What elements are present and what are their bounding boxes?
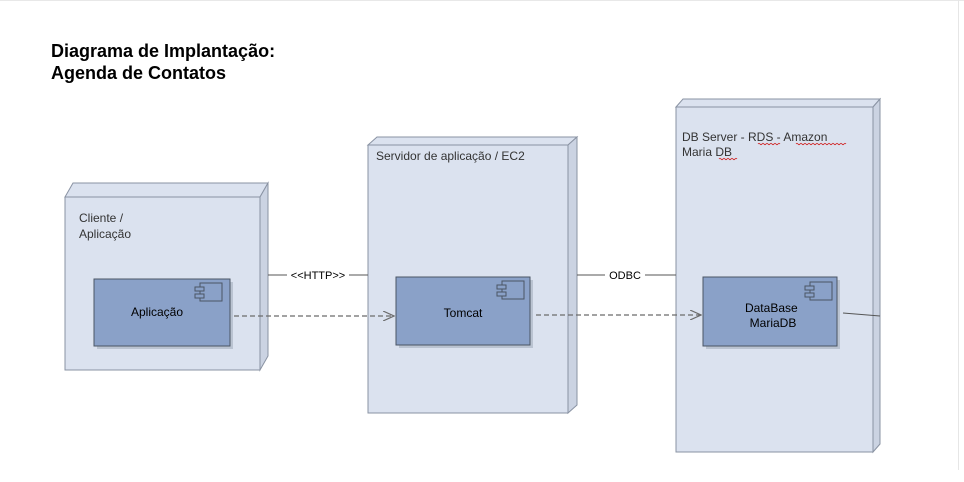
node-servidor[interactable]: Servidor de aplicação / EC2 (366, 135, 579, 415)
component-aplicacao-label: Aplicação (131, 305, 183, 319)
component-icon (496, 280, 525, 300)
node-servidor-label: Servidor de aplicação / EC2 (376, 149, 525, 163)
component-icon (804, 281, 833, 301)
component-database-label: DataBase MariaDB (745, 301, 801, 330)
component-icon (194, 282, 223, 302)
top-border (0, 0, 964, 1)
right-border (958, 0, 959, 470)
node-cliente-label-line-2: Aplicação (79, 227, 131, 241)
node-dbserver-label: DB Server - RDS - Amazon Maria DB (682, 130, 831, 159)
node-servidor-label-line-1: Servidor de aplicação / EC2 (376, 149, 525, 163)
component-aplicacao[interactable]: Aplicação (93, 278, 233, 349)
connection-odbc[interactable]: ODBC (577, 270, 676, 282)
component-tomcat[interactable]: Tomcat (395, 276, 533, 348)
database-outgoing-line (842, 312, 881, 317)
component-database-label-line-2: MariaDB (750, 316, 797, 330)
component-database-label-line-1: DataBase (745, 301, 798, 315)
node-cliente-label: Cliente / Aplicação (79, 211, 131, 241)
diagram-title-line-2: Agenda de Contatos (51, 63, 227, 83)
component-tomcat-label-line-1: Tomcat (444, 306, 483, 320)
node-dbserver[interactable]: DB Server - RDS - Amazon Maria DB (674, 97, 882, 454)
node-cliente-label-line-1: Cliente / (79, 211, 124, 225)
diagram-title: Diagrama de Implantação: Agenda de Conta… (51, 40, 275, 84)
component-database[interactable]: DataBase MariaDB (702, 276, 840, 349)
node-dbserver-label-line-1: DB Server - RDS - Amazon (682, 130, 827, 144)
diagram-title-line-1: Diagrama de Implantação: (51, 41, 276, 61)
component-aplicacao-label-line-1: Aplicação (131, 305, 183, 319)
connection-odbc-label: ODBC (609, 270, 641, 282)
connection-http[interactable]: <<HTTP>> (268, 270, 368, 282)
component-tomcat-label: Tomcat (444, 306, 483, 320)
connection-http-label: <<HTTP>> (291, 270, 345, 282)
node-dbserver-label-line-2: Maria DB (682, 145, 732, 159)
